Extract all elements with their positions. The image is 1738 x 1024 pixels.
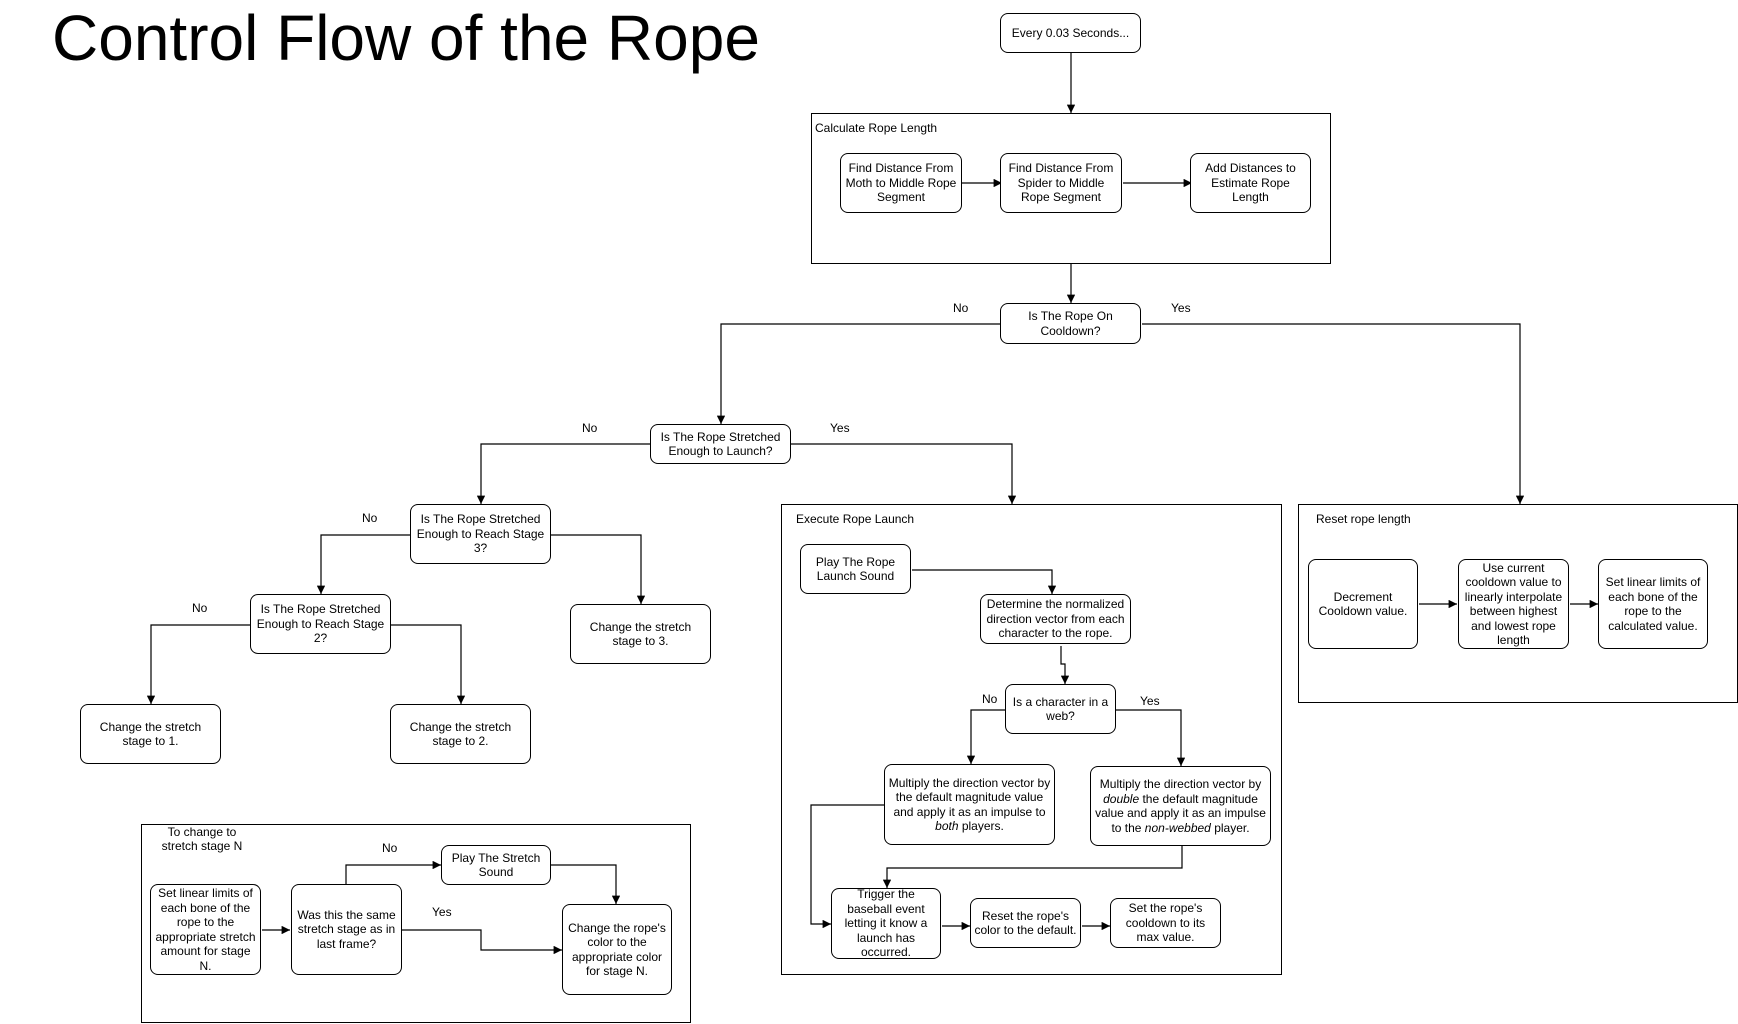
node-change-stage-2[interactable]: Change the stretch stage to 2. (390, 704, 531, 764)
edge-cooldown-yes (1142, 323, 1525, 504)
node-add-distances[interactable]: Add Distances to Estimate Rope Length (1190, 153, 1311, 213)
edge-stretched-no (476, 443, 652, 504)
group-label: To change to stretch stage N (161, 825, 243, 853)
edge-stage2-no (146, 624, 250, 704)
edge-stretched-yes (790, 443, 1017, 504)
edge-stage2-yes (391, 624, 466, 704)
node-reset-rope-color[interactable]: Reset the rope's color to the default. (970, 898, 1081, 948)
group-label: Execute Rope Launch (796, 512, 915, 526)
edge-label-same-no: No (382, 841, 398, 855)
node-determine-direction[interactable]: Determine the normalized direction vecto… (980, 594, 1131, 644)
node-is-rope-on-cooldown[interactable]: Is The Rope On Cooldown? (1000, 303, 1141, 344)
edge-label-cooldown-no: No (953, 301, 969, 315)
node-find-distance-moth[interactable]: Find Distance From Moth to Middle Rope S… (840, 153, 962, 213)
group-label: Reset rope length (1316, 512, 1411, 526)
node-change-stage-1[interactable]: Change the stretch stage to 1. (80, 704, 221, 764)
page-title: Control Flow of the Rope (52, 2, 760, 74)
edge-samestage-yes (402, 929, 562, 955)
edge-stage3-yes (551, 534, 646, 604)
node-is-stretched-stage-3[interactable]: Is The Rope Stretched Enough to Reach St… (410, 504, 551, 564)
group-calculate-rope-length: Calculate Rope Length (811, 113, 1331, 264)
node-multiply-double[interactable]: Multiply the direction vector by double … (1090, 766, 1271, 846)
node-trigger-baseball-event[interactable]: Trigger the baseball event letting it kn… (831, 888, 941, 959)
group-change-stretch-stage: To change to stretch stage N (141, 824, 691, 1023)
node-every-003-seconds[interactable]: Every 0.03 Seconds... (1000, 13, 1141, 53)
node-change-stage-3[interactable]: Change the stretch stage to 3. (570, 604, 711, 664)
node-is-rope-stretched-launch[interactable]: Is The Rope Stretched Enough to Launch? (650, 424, 791, 464)
node-is-character-in-web[interactable]: Is a character in a web? (1005, 684, 1116, 734)
node-set-linear-limits[interactable]: Set linear limits of each bone of the ro… (1598, 559, 1708, 649)
edge-multdefault-to-trigger (810, 804, 884, 929)
edge-label-stage2-no: No (192, 601, 208, 615)
edge-label-web-yes: Yes (1140, 694, 1160, 708)
edge-label-stretched-no: No (582, 421, 598, 435)
node-is-stretched-stage-2[interactable]: Is The Rope Stretched Enough to Reach St… (250, 594, 391, 654)
node-decrement-cooldown[interactable]: Decrement Cooldown value. (1308, 559, 1418, 649)
edge-label-cooldown-yes: Yes (1171, 301, 1191, 315)
edge-samestage-no (345, 860, 441, 886)
edge-cooldown-no (716, 323, 1002, 424)
edge-inweb-no (966, 709, 1007, 764)
edge-direction-to-inweb (1060, 646, 1070, 684)
node-set-cooldown-max[interactable]: Set the rope's cooldown to its max value… (1110, 898, 1221, 948)
edge-inweb-yes (1116, 709, 1186, 766)
node-set-limits-stage-n[interactable]: Set linear limits of each bone of the ro… (150, 884, 261, 975)
group-execute-rope-launch: Execute Rope Launch (781, 504, 1282, 975)
node-interpolate-rope-length[interactable]: Use current cooldown value to linearly i… (1458, 559, 1569, 649)
edge-playstretch-to-changecolor (551, 864, 621, 904)
edge-multdouble-to-trigger (882, 846, 1183, 888)
node-play-stretch-sound[interactable]: Play The Stretch Sound (441, 845, 551, 885)
edge-stage3-no (316, 534, 411, 594)
edge-label-stretched-yes: Yes (830, 421, 850, 435)
node-play-rope-launch-sound[interactable]: Play The Rope Launch Sound (800, 544, 911, 594)
node-multiply-default[interactable]: Multiply the direction vector by the def… (884, 764, 1055, 845)
node-find-distance-spider[interactable]: Find Distance From Spider to Middle Rope… (1000, 153, 1122, 213)
edge-label-same-yes: Yes (432, 905, 452, 919)
node-same-stretch-stage[interactable]: Was this the same stretch stage as in la… (291, 884, 402, 975)
edge-playlaunch-to-direction (912, 569, 1057, 594)
group-label: Calculate Rope Length (815, 121, 938, 135)
node-change-rope-color-stage-n[interactable]: Change the rope's color to the appropria… (562, 904, 672, 995)
edge-label-stage3-no: No (362, 511, 378, 525)
edge-label-web-no: No (982, 692, 998, 706)
